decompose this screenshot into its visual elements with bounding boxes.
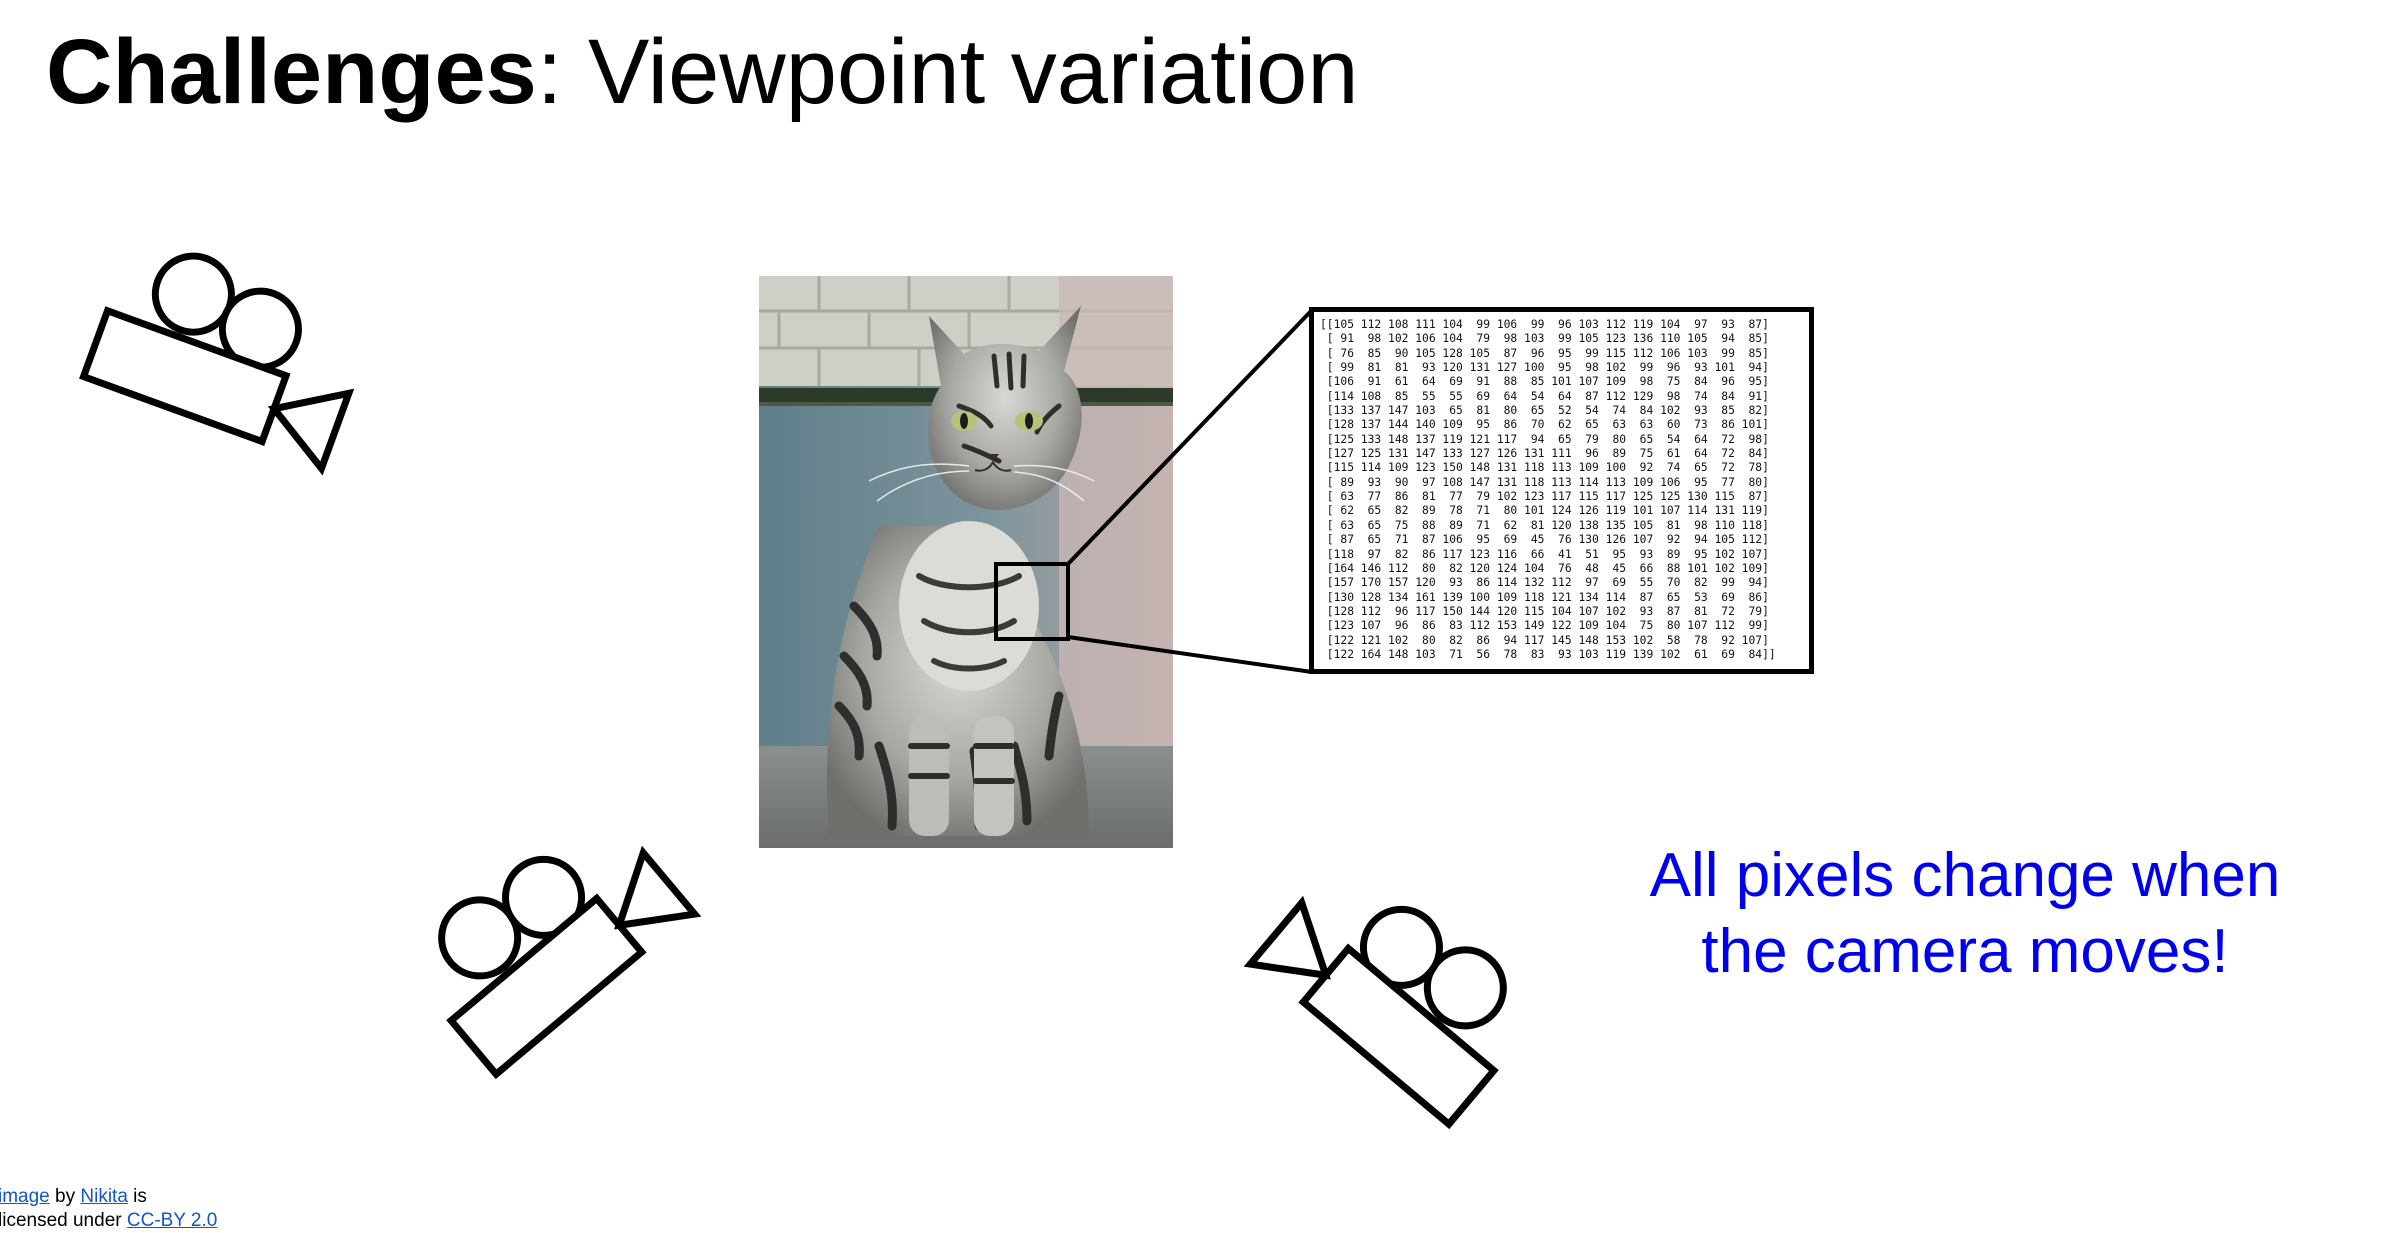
- author-link[interactable]: Nikita: [80, 1186, 128, 1207]
- pixel-matrix-row: [115 114 109 123 150 148 131 118 113 109…: [1320, 461, 1769, 475]
- caption-line-1: All pixels change when: [1649, 841, 2281, 910]
- pixel-matrix-row: [118 97 82 86 117 123 116 66 41 51 95 93…: [1320, 547, 1769, 561]
- pixel-matrix-row: [128 112 96 117 150 144 120 115 104 107 …: [1320, 604, 1769, 618]
- pixel-matrix-row: [ 63 65 75 88 89 71 62 81 120 138 135 10…: [1320, 518, 1769, 532]
- camera-icon: [79, 252, 355, 476]
- pixel-matrix-row: [ 63 77 86 81 77 79 102 123 117 115 117 …: [1320, 490, 1769, 504]
- pixel-matrix-row: [106 91 61 64 69 91 88 85 101 107 109 98…: [1320, 375, 1769, 389]
- pixel-matrix-box: [[105 112 108 111 104 99 106 99 96 103 1…: [1309, 307, 1814, 674]
- attribution-by-text: by: [49, 1186, 81, 1207]
- zoom-connector-lines: [1066, 308, 1314, 674]
- pixel-matrix-row: [157 170 157 120 93 86 114 132 112 97 69…: [1320, 576, 1769, 590]
- attribution-is-text: is: [127, 1186, 147, 1207]
- pixel-matrix-row: [133 137 147 103 65 81 80 65 52 54 74 84…: [1320, 404, 1769, 418]
- pixel-matrix-row: [ 91 98 102 106 104 79 98 103 99 105 123…: [1320, 332, 1769, 346]
- pixel-matrix-row: [ 62 65 82 89 78 71 80 101 124 126 119 1…: [1320, 504, 1769, 518]
- pixel-matrix-row: [[105 112 108 111 104 99 106 99 96 103 1…: [1320, 318, 1769, 331]
- camera-icon: [1243, 895, 1507, 1130]
- pixel-matrix-row: [122 121 102 80 82 86 94 117 145 148 153…: [1320, 633, 1769, 647]
- pixel-matrix-row: [164 146 112 80 82 120 124 104 76 48 45 …: [1320, 561, 1769, 575]
- pixel-matrix-row: [ 99 81 81 93 120 131 127 100 95 98 102 …: [1320, 361, 1769, 375]
- image-link[interactable]: image: [0, 1186, 50, 1207]
- camera-icon: [438, 845, 702, 1080]
- pixel-matrix-row: [122 164 148 103 71 56 78 83 93 103 119 …: [1320, 647, 1776, 661]
- cat-photo: [759, 276, 1173, 848]
- caption-line-2: the camera moves!: [1701, 916, 2229, 986]
- pixel-matrix-row: [ 87 65 71 87 106 95 69 45 76 130 126 10…: [1320, 533, 1769, 547]
- slide-title-rest: : Viewpoint variation: [536, 21, 1359, 123]
- pixel-matrix-row: [130 128 134 161 139 100 109 118 121 134…: [1320, 590, 1769, 604]
- license-link[interactable]: CC-BY 2.0: [126, 1210, 218, 1231]
- slide-title-bold: Challenges: [46, 21, 537, 123]
- pixel-matrix: [[105 112 108 111 104 99 106 99 96 103 1…: [1320, 318, 1803, 662]
- pixel-matrix-row: [114 108 85 55 55 69 64 54 64 87 112 129…: [1320, 389, 1769, 403]
- image-attribution: image by Nikita is licensed under CC-BY …: [0, 1185, 228, 1233]
- pixel-matrix-row: [127 125 131 147 133 127 126 131 111 96 …: [1320, 447, 1769, 461]
- pixel-matrix-row: [123 107 96 86 83 112 153 149 122 109 10…: [1320, 619, 1769, 633]
- pixel-matrix-row: [ 89 93 90 97 108 147 131 118 113 114 11…: [1320, 475, 1769, 489]
- attribution-license-prefix: licensed under: [0, 1210, 127, 1231]
- slide-title: Challenges: Viewpoint variation: [46, 21, 1359, 123]
- pixel-matrix-row: [128 137 144 140 109 95 86 70 62 65 63 6…: [1320, 418, 1769, 432]
- pixel-matrix-row: [125 133 148 137 119 121 117 94 65 79 80…: [1320, 432, 1769, 446]
- pixel-matrix-row: [ 76 85 90 105 128 105 87 96 95 99 115 1…: [1320, 346, 1769, 360]
